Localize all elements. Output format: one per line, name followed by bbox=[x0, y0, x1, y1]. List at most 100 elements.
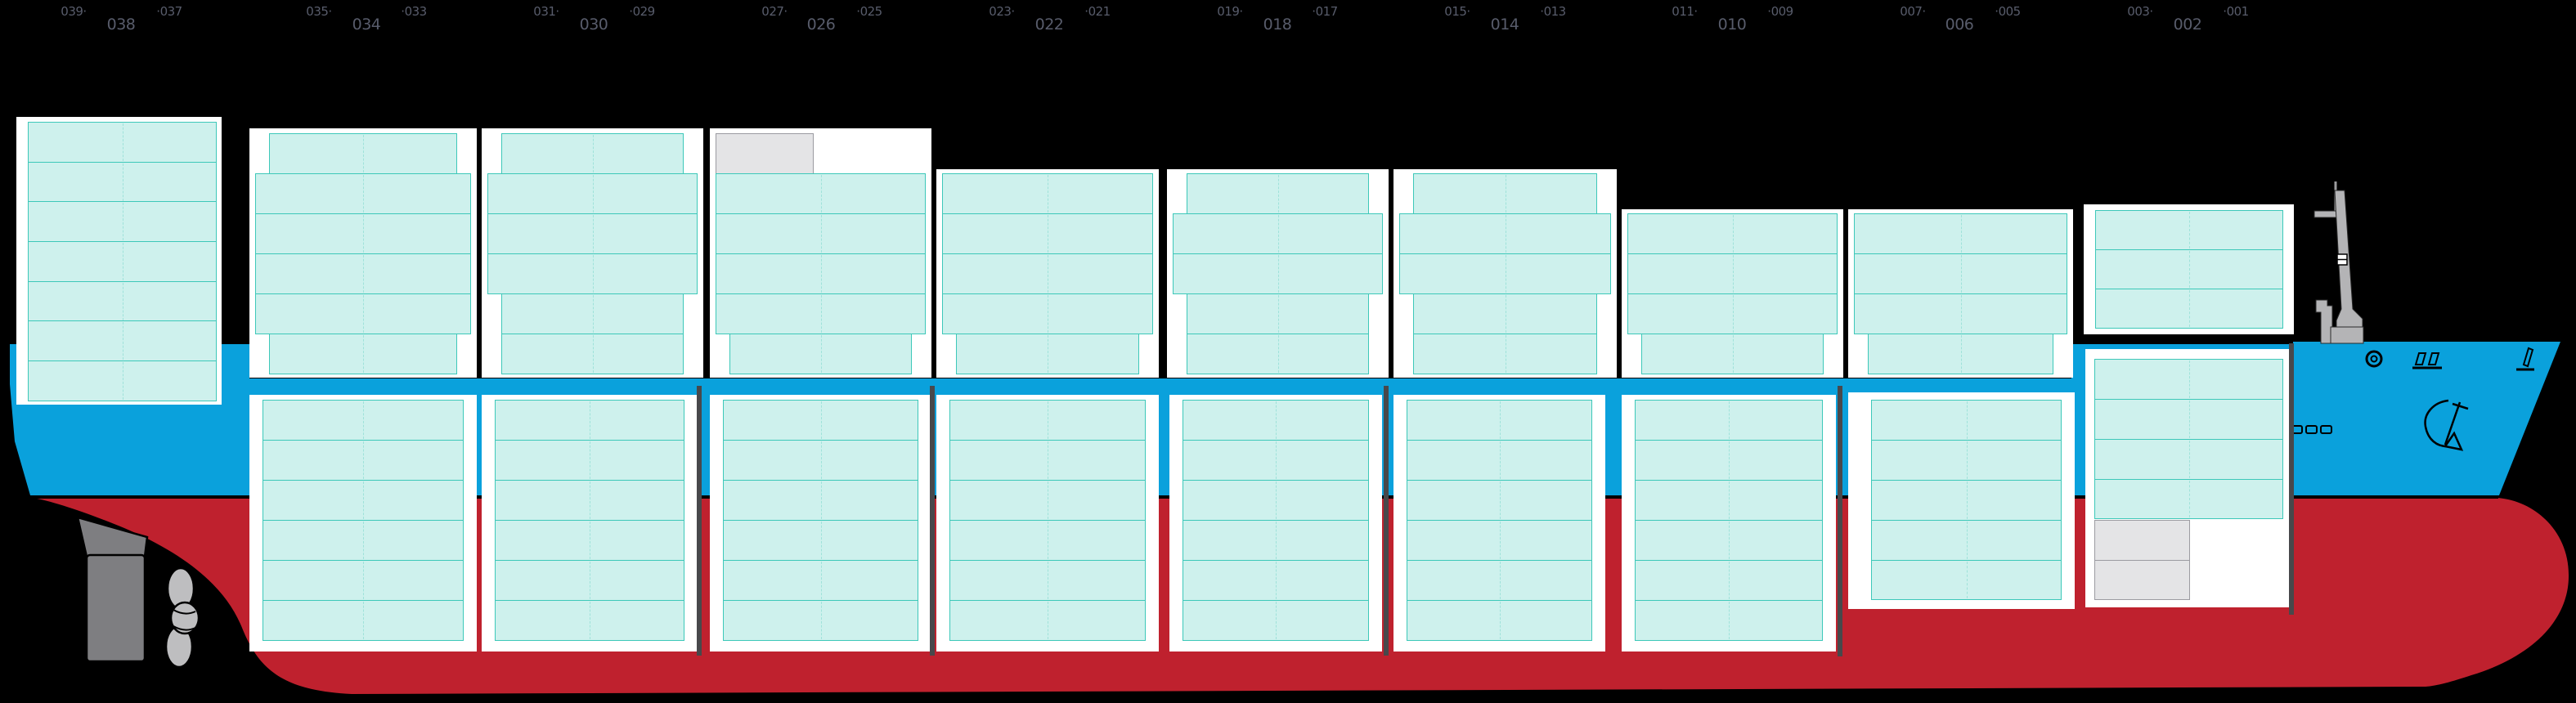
container-slot-row-bay-014-hold[interactable] bbox=[1407, 520, 1592, 561]
container-slot-row-bay-026-above[interactable] bbox=[716, 213, 926, 254]
container-slot-row-bay-010-above[interactable] bbox=[1627, 293, 1838, 334]
container-slot-row-bay-034-hold[interactable] bbox=[263, 600, 464, 641]
container-slot-row-bay-002-above[interactable] bbox=[2095, 289, 2283, 329]
empty-slot-cell-bay-002-hold[interactable] bbox=[2094, 520, 2190, 561]
container-slot-row-bay-006-hold[interactable] bbox=[1871, 520, 2062, 561]
container-slot-row-bay-022-above[interactable] bbox=[956, 334, 1139, 374]
container-slot-row-bay-022-above[interactable] bbox=[942, 213, 1153, 254]
container-slot-row-bay-002-hold[interactable] bbox=[2094, 399, 2283, 440]
container-slot-row-bay-006-above[interactable] bbox=[1868, 334, 2053, 374]
container-slot-row-bay-030-hold[interactable] bbox=[495, 440, 684, 481]
container-slot-row-bay-014-hold[interactable] bbox=[1407, 560, 1592, 601]
container-slot-row-bay-030-above[interactable] bbox=[487, 213, 698, 254]
container-slot-row-bay-010-above[interactable] bbox=[1627, 253, 1838, 294]
container-slot-row-bay-018-hold[interactable] bbox=[1183, 520, 1369, 561]
container-slot-row-bay-030-above[interactable] bbox=[487, 253, 698, 294]
container-slot-row-bay-010-hold[interactable] bbox=[1635, 480, 1823, 521]
container-slot-row-bay-038-above[interactable] bbox=[28, 241, 217, 282]
container-slot-row-bay-038-above[interactable] bbox=[28, 320, 217, 361]
container-slot-row-bay-030-hold[interactable] bbox=[495, 480, 684, 521]
container-slot-row-bay-030-above[interactable] bbox=[501, 293, 684, 334]
container-slot-row-bay-006-above[interactable] bbox=[1854, 213, 2067, 254]
container-slot-row-bay-026-above[interactable] bbox=[716, 173, 926, 214]
container-slot-row-bay-010-hold[interactable] bbox=[1635, 600, 1823, 641]
container-slot-row-bay-014-above[interactable] bbox=[1413, 293, 1597, 334]
container-slot-row-bay-038-above[interactable] bbox=[28, 162, 217, 203]
container-slot-row-bay-034-above[interactable] bbox=[255, 253, 471, 294]
container-slot-row-bay-014-hold[interactable] bbox=[1407, 480, 1592, 521]
container-slot-row-bay-002-above[interactable] bbox=[2095, 210, 2283, 250]
container-slot-row-bay-022-above[interactable] bbox=[942, 253, 1153, 294]
container-slot-row-bay-022-above[interactable] bbox=[942, 293, 1153, 334]
container-slot-row-bay-006-above[interactable] bbox=[1854, 253, 2067, 294]
container-slot-row-bay-026-above[interactable] bbox=[716, 293, 926, 334]
container-slot-row-bay-018-hold[interactable] bbox=[1183, 480, 1369, 521]
container-slot-row-bay-010-hold[interactable] bbox=[1635, 400, 1823, 441]
container-slot-row-bay-002-hold[interactable] bbox=[2094, 439, 2283, 480]
container-slot-row-bay-022-hold[interactable] bbox=[949, 520, 1146, 561]
container-slot-row-bay-026-above[interactable] bbox=[716, 253, 926, 294]
container-slot-row-bay-018-hold[interactable] bbox=[1183, 560, 1369, 601]
container-slot-row-bay-026-above[interactable] bbox=[729, 334, 912, 374]
container-slot-row-bay-014-hold[interactable] bbox=[1407, 400, 1592, 441]
container-slot-row-bay-034-hold[interactable] bbox=[263, 480, 464, 521]
container-slot-row-bay-022-above[interactable] bbox=[942, 173, 1153, 214]
container-slot-row-bay-018-hold[interactable] bbox=[1183, 400, 1369, 441]
container-slot-row-bay-026-hold[interactable] bbox=[723, 440, 918, 481]
container-slot-row-bay-010-above[interactable] bbox=[1641, 334, 1824, 374]
container-slot-row-bay-018-above[interactable] bbox=[1187, 173, 1369, 214]
container-slot-row-bay-034-hold[interactable] bbox=[263, 400, 464, 441]
container-slot-row-bay-026-hold[interactable] bbox=[723, 560, 918, 601]
container-slot-row-bay-038-above[interactable] bbox=[28, 201, 217, 242]
container-slot-row-bay-022-hold[interactable] bbox=[949, 480, 1146, 521]
empty-slot-cell-bay-026-above[interactable] bbox=[716, 133, 814, 174]
container-slot-row-bay-018-hold[interactable] bbox=[1183, 440, 1369, 481]
container-slot-row-bay-006-hold[interactable] bbox=[1871, 480, 2062, 521]
empty-slot-cell-bay-002-hold[interactable] bbox=[2094, 560, 2190, 600]
container-slot-row-bay-010-above[interactable] bbox=[1627, 213, 1838, 254]
container-slot-row-bay-022-hold[interactable] bbox=[949, 400, 1146, 441]
container-slot-row-bay-014-above[interactable] bbox=[1399, 253, 1611, 294]
container-slot-row-bay-010-hold[interactable] bbox=[1635, 520, 1823, 561]
container-slot-row-bay-026-hold[interactable] bbox=[723, 400, 918, 441]
container-slot-row-bay-034-above[interactable] bbox=[255, 173, 471, 214]
container-slot-row-bay-034-above[interactable] bbox=[269, 334, 457, 374]
container-slot-row-bay-010-hold[interactable] bbox=[1635, 560, 1823, 601]
container-slot-row-bay-030-hold[interactable] bbox=[495, 560, 684, 601]
container-slot-row-bay-002-above[interactable] bbox=[2095, 249, 2283, 289]
container-slot-row-bay-018-above[interactable] bbox=[1187, 334, 1369, 374]
container-slot-row-bay-026-hold[interactable] bbox=[723, 600, 918, 641]
container-slot-row-bay-006-above[interactable] bbox=[1854, 293, 2067, 334]
container-slot-row-bay-038-above[interactable] bbox=[28, 122, 217, 163]
container-slot-row-bay-002-hold[interactable] bbox=[2094, 359, 2283, 400]
container-slot-row-bay-006-hold[interactable] bbox=[1871, 560, 2062, 600]
container-slot-row-bay-026-hold[interactable] bbox=[723, 520, 918, 561]
container-slot-row-bay-002-hold[interactable] bbox=[2094, 479, 2283, 519]
container-slot-row-bay-030-above[interactable] bbox=[487, 173, 698, 214]
container-slot-row-bay-018-above[interactable] bbox=[1187, 293, 1369, 334]
container-slot-row-bay-030-hold[interactable] bbox=[495, 600, 684, 641]
container-slot-row-bay-022-hold[interactable] bbox=[949, 440, 1146, 481]
container-slot-row-bay-034-above[interactable] bbox=[255, 293, 471, 334]
container-slot-row-bay-034-hold[interactable] bbox=[263, 520, 464, 561]
container-slot-row-bay-022-hold[interactable] bbox=[949, 560, 1146, 601]
container-slot-row-bay-010-hold[interactable] bbox=[1635, 440, 1823, 481]
container-slot-row-bay-030-above[interactable] bbox=[501, 334, 684, 374]
container-slot-row-bay-030-above[interactable] bbox=[501, 133, 684, 174]
container-slot-row-bay-014-hold[interactable] bbox=[1407, 440, 1592, 481]
container-slot-row-bay-034-above[interactable] bbox=[269, 133, 457, 174]
container-slot-row-bay-026-hold[interactable] bbox=[723, 480, 918, 521]
container-slot-row-bay-014-above[interactable] bbox=[1413, 173, 1597, 214]
container-slot-row-bay-014-above[interactable] bbox=[1399, 213, 1611, 254]
container-slot-row-bay-030-hold[interactable] bbox=[495, 400, 684, 441]
container-slot-row-bay-030-hold[interactable] bbox=[495, 520, 684, 561]
container-slot-row-bay-034-hold[interactable] bbox=[263, 560, 464, 601]
container-slot-row-bay-014-hold[interactable] bbox=[1407, 600, 1592, 641]
container-slot-row-bay-006-hold[interactable] bbox=[1871, 400, 2062, 441]
container-slot-row-bay-022-hold[interactable] bbox=[949, 600, 1146, 641]
container-slot-row-bay-018-hold[interactable] bbox=[1183, 600, 1369, 641]
container-slot-row-bay-034-above[interactable] bbox=[255, 213, 471, 254]
container-slot-row-bay-034-hold[interactable] bbox=[263, 440, 464, 481]
container-slot-row-bay-038-above[interactable] bbox=[28, 281, 217, 322]
container-slot-row-bay-018-above[interactable] bbox=[1173, 213, 1383, 254]
